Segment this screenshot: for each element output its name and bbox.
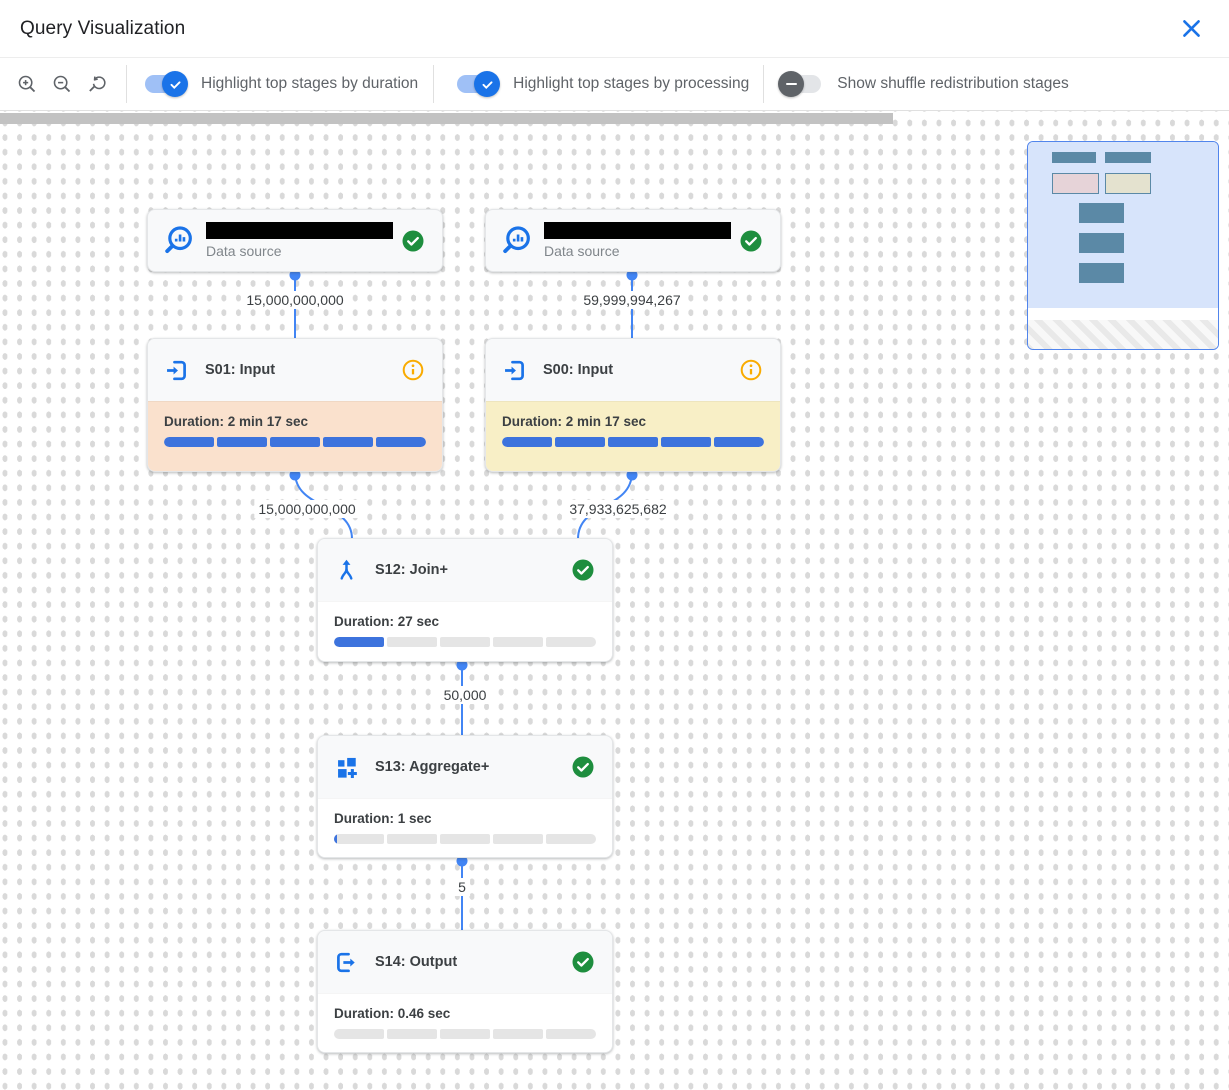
stage-node-s01-input[interactable]: S01: Input Duration: 2 min 17 sec [147,338,443,472]
toggle-thumb-dash-icon [778,71,805,97]
minimap-viewport [1028,142,1218,308]
stage-duration-panel: Duration: 1 sec [318,798,612,857]
zoom-in-icon[interactable] [15,72,39,96]
stage-progress-bar [502,437,764,447]
aggregate-icon [333,754,360,781]
toolbar-divider [126,65,127,103]
stage-title: S00: Input [543,362,614,378]
stage-progress-bar [334,637,596,647]
stage-node-s12-join[interactable]: S12: Join+ Duration: 27 sec [317,538,613,662]
stage-duration-panel: Duration: 2 min 17 sec [486,401,780,471]
zoom-controls [0,72,109,96]
stage-header: S14: Output [318,931,612,993]
stage-header: S13: Aggregate+ [318,736,612,798]
input-icon [163,357,190,384]
stage-title: S14: Output [375,954,458,970]
datasource-text: Data source [206,222,393,259]
join-merge-icon [333,557,360,584]
edge-row-count: 50,000 [439,686,491,704]
datasource-node[interactable]: Data source [147,209,443,272]
edge-row-count: 59,999,994,267 [579,291,685,309]
datasource-text: Data source [544,222,731,259]
datasource-search-chart-icon [498,223,534,259]
toggle-show-shuffle[interactable]: Show shuffle redistribution stages [778,71,1069,97]
minimap-gap [1028,308,1218,320]
toggle-switch-shuffle[interactable] [778,71,824,97]
redacted-table-name [544,222,731,239]
horizontal-scrollbar-thumb[interactable] [0,113,893,124]
stage-duration-panel: Duration: 27 sec [318,601,612,661]
minimap-node [1105,152,1151,163]
edge-row-count: 37,933,625,682 [565,500,671,518]
datasource-node[interactable]: Data source [485,209,781,272]
info-icon[interactable] [401,358,425,382]
success-check-icon [571,950,595,974]
stage-progress-bar [334,834,596,844]
toggle-label: Show shuffle redistribution stages [837,75,1069,92]
close-icon[interactable] [1177,15,1205,43]
stage-duration: Duration: 1 sec [334,811,432,826]
minimap-node [1079,203,1124,223]
dialog-header: Query Visualization [0,0,1229,58]
stage-duration: Duration: 2 min 17 sec [164,414,309,429]
redacted-table-name [206,222,393,239]
success-check-icon [401,229,425,253]
datasource-search-chart-icon [160,223,196,259]
stage-title: S13: Aggregate+ [375,759,490,775]
minimap-node [1079,263,1124,283]
toggle-thumb-check-icon [474,71,501,97]
stage-title: S01: Input [205,362,276,378]
stage-title: S12: Join+ [375,562,448,578]
stage-duration: Duration: 27 sec [334,614,440,629]
stage-header: S00: Input [486,339,780,401]
input-icon [501,357,528,384]
toggle-switch-processing[interactable] [454,71,501,97]
zoom-out-icon[interactable] [50,72,74,96]
toggle-highlight-duration[interactable]: Highlight top stages by duration [142,71,418,97]
stage-node-s13-aggregate[interactable]: S13: Aggregate+ Duration: 1 sec [317,735,613,858]
datasource-label: Data source [206,243,282,259]
toolbar-divider [763,65,765,103]
edge-row-count: 15,000,000,000 [242,291,348,309]
toolbar: Highlight top stages by duration Highlig… [0,58,1229,111]
close-x-glyph [1182,20,1200,37]
minimap-node [1079,233,1124,253]
stage-node-s14-output[interactable]: S14: Output Duration: 0.46 sec [317,930,613,1053]
info-icon[interactable] [739,358,763,382]
success-check-icon [571,558,595,582]
toolbar-divider [433,65,435,103]
stage-header: S01: Input [148,339,442,401]
stage-duration-panel: Duration: 0.46 sec [318,993,612,1052]
minimap-node [1052,152,1096,163]
toggle-switch-duration[interactable] [142,71,188,97]
stage-header: S12: Join+ [318,539,612,601]
page-title: Query Visualization [20,17,186,39]
success-check-icon [571,755,595,779]
datasource-label: Data source [544,243,620,259]
stage-duration: Duration: 0.46 sec [334,1006,451,1021]
success-check-icon [739,229,763,253]
toggle-thumb-check-icon [162,71,188,97]
edge-row-count: 15,000,000,000 [254,500,360,518]
toggle-highlight-processing[interactable]: Highlight top stages by processing [454,71,749,97]
stage-progress-bar [164,437,426,447]
edge-row-count: 5 [454,878,470,896]
minimap[interactable] [1027,141,1219,350]
stage-node-s00-input[interactable]: S00: Input Duration: 2 min 17 sec [485,338,781,472]
toggle-label: Highlight top stages by duration [201,75,419,92]
zoom-reset-icon[interactable] [85,72,109,96]
stage-duration: Duration: 2 min 17 sec [502,414,647,429]
toggle-label: Highlight top stages by processing [513,75,750,92]
output-icon [333,949,360,976]
minimap-node-highlight-processing [1105,173,1151,194]
stage-progress-bar [334,1029,596,1039]
minimap-out-of-bounds-hatch [1028,320,1218,349]
graph-canvas[interactable]: 15,000,000,000 59,999,994,267 15,000,000… [0,111,1229,1090]
stage-duration-panel: Duration: 2 min 17 sec [148,401,442,471]
minimap-node-highlight-duration [1052,173,1099,194]
